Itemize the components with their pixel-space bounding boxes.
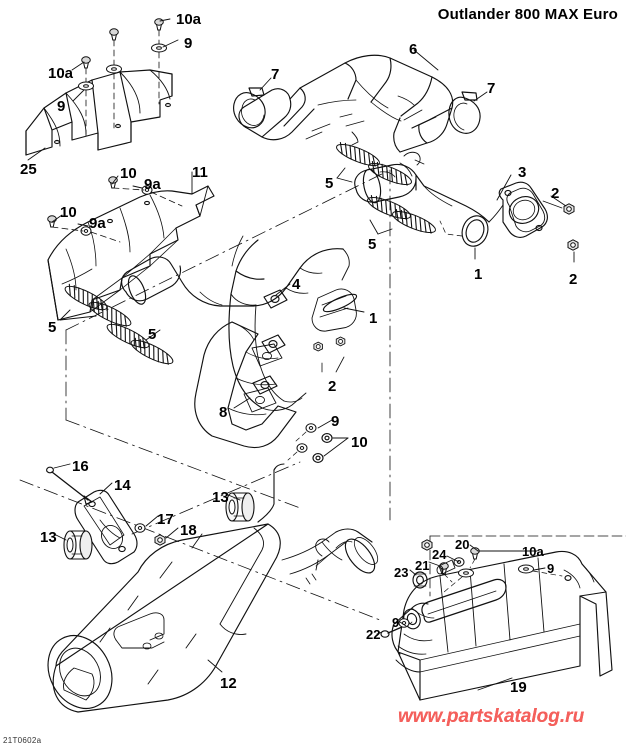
callout-2: 2 — [328, 378, 337, 395]
callout-14: 14 — [114, 477, 131, 494]
callout-10: 10 — [120, 165, 137, 182]
callout-19: 19 — [510, 679, 527, 696]
callout-9: 9 — [547, 561, 555, 576]
leader-lines-part-4 — [275, 283, 365, 313]
callout-9a: 9a — [144, 176, 161, 193]
part-11-heat-shield-upper — [47, 185, 215, 321]
callout-9a: 9a — [89, 215, 106, 232]
callout-25: 25 — [20, 161, 37, 178]
callout-16: 16 — [72, 458, 89, 475]
part-7-hose-clamp-left — [233, 87, 266, 129]
leader-lines-mounts — [53, 463, 241, 673]
part-13-rubber-mount-right — [225, 492, 255, 522]
callout-12: 12 — [220, 675, 237, 692]
callout-22: 22 — [366, 627, 381, 642]
part-14-support-bracket — [74, 489, 138, 565]
callout-11: 11 — [192, 164, 208, 181]
part-16-bolt-long — [46, 466, 93, 505]
callout-13: 13 — [40, 529, 57, 546]
leader-lines-part-8 — [233, 397, 349, 457]
fasteners-part-25 — [77, 18, 168, 141]
callout-23: 23 — [394, 565, 409, 580]
part-5-springs-left — [61, 281, 177, 369]
part-17-washer — [134, 523, 146, 533]
callout-1: 1 — [474, 266, 483, 283]
callout-9: 9 — [392, 615, 400, 630]
part-13-rubber-mount-left — [63, 530, 93, 560]
callout-7: 7 — [487, 80, 496, 97]
callout-10a: 10a — [522, 544, 544, 559]
callout-20: 20 — [455, 537, 470, 552]
callout-4: 4 — [292, 276, 301, 293]
callout-5: 5 — [325, 175, 334, 192]
part-19-heat-shield-lower — [391, 550, 613, 701]
callout-1: 1 — [369, 310, 378, 327]
fasteners-part-11 — [47, 176, 183, 243]
leader-lines-part-11 — [51, 171, 193, 227]
callout-9: 9 — [331, 413, 340, 430]
callout-2: 2 — [569, 271, 578, 288]
fasteners-part-19 — [380, 539, 563, 638]
part-8-heat-shield-center — [194, 321, 297, 449]
callout-24: 24 — [432, 547, 447, 562]
callout-10a: 10a — [48, 65, 74, 82]
callout-5: 5 — [48, 319, 57, 336]
callout-13: 13 — [212, 489, 229, 506]
callout-9: 9 — [57, 98, 66, 115]
fasteners-part-8 — [287, 423, 333, 463]
callout-10a: 10a — [176, 11, 202, 28]
part-6-resonator-pipe — [238, 54, 454, 153]
part-4-y-pipe — [121, 235, 358, 411]
callout-7: 7 — [271, 66, 280, 83]
part-3-header-pipe — [354, 151, 579, 251]
callout-2: 2 — [551, 185, 560, 202]
part-5-springs-upper — [333, 139, 439, 238]
diagram-code: 21T0602a — [3, 736, 42, 745]
leader-lines-part-3 — [439, 174, 575, 263]
site-watermark: www.partskatalog.ru — [398, 706, 585, 727]
callout-5: 5 — [148, 326, 157, 343]
leader-lines-part-6-7 — [259, 49, 488, 102]
callout-9: 9 — [184, 35, 193, 52]
part-25-heat-shield-rear — [25, 69, 173, 156]
callout-17: 17 — [157, 511, 174, 528]
callout-3: 3 — [518, 164, 527, 181]
callout-18: 18 — [180, 522, 197, 539]
page-title: Outlander 800 MAX Euro — [437, 6, 618, 23]
part-7-hose-clamp-right — [448, 91, 481, 134]
callout-10: 10 — [351, 434, 368, 451]
callout-21: 21 — [415, 558, 430, 573]
callout-6: 6 — [409, 41, 418, 58]
callout-8: 8 — [219, 404, 228, 421]
leader-lines-part-25 — [27, 18, 179, 161]
callout-5: 5 — [368, 236, 377, 253]
part-18-nut — [154, 534, 166, 546]
part-12-muffler — [47, 463, 379, 713]
callout-10: 10 — [60, 204, 77, 221]
leader-lines-part-19 — [376, 544, 546, 691]
